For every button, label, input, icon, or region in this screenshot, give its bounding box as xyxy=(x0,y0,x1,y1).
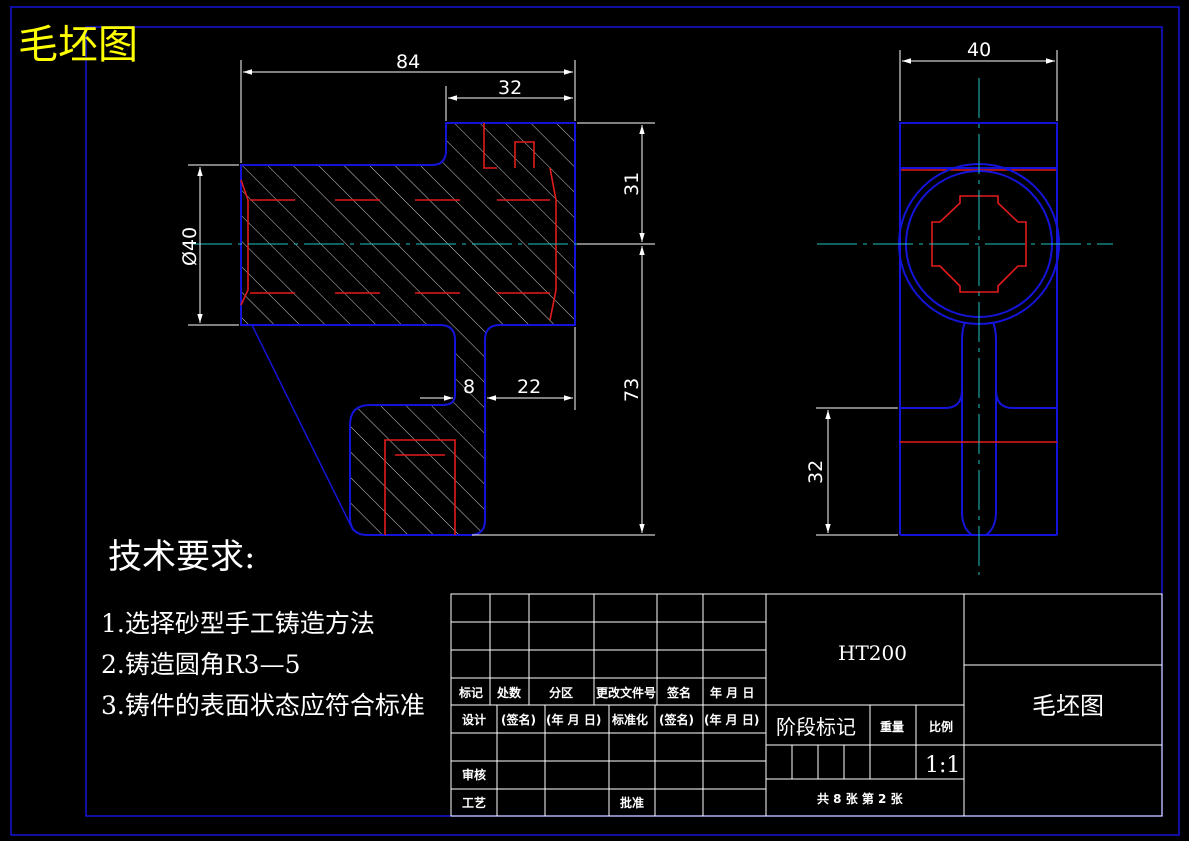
dim-31: 31 xyxy=(621,172,643,196)
tb-material: HT200 xyxy=(838,641,907,665)
drawing-title: 毛坯图 xyxy=(18,22,138,68)
dim-32-top: 32 xyxy=(498,77,522,99)
tb-change-doc: 更改文件号 xyxy=(596,685,656,700)
tb-process: 工艺 xyxy=(462,795,486,810)
tb-mark: 标记 xyxy=(458,685,483,700)
tb-date-paren: (年 月 日) xyxy=(546,712,601,727)
front-section-fill xyxy=(240,122,576,536)
outer-frame xyxy=(10,6,1180,836)
tb-signed-2: (签名) xyxy=(659,712,694,727)
front-dim-texts: 84 32 31 73 Ø40 8 22 xyxy=(179,51,643,402)
tech-item-1: 1.选择砂型手工铸造方法 xyxy=(101,609,375,638)
tb-date: 年 月 日 xyxy=(710,685,754,700)
front-dimensions xyxy=(188,60,655,536)
tb-sheets: 共 8 张 第 2 张 xyxy=(817,791,904,806)
dim-dia-40: Ø40 xyxy=(179,227,201,266)
dim-22: 22 xyxy=(517,376,541,398)
dim-73: 73 xyxy=(621,378,643,402)
dim-40-side: 40 xyxy=(967,39,991,61)
tb-weight: 重量 xyxy=(880,719,904,734)
title-block-texts: 标记 处数 分区 更改文件号 签名 年 月 日 设计 (签名) (年 月 日) … xyxy=(458,641,1104,810)
tech-item-2: 2.铸造圆角R3—5 xyxy=(101,650,301,679)
dim-84: 84 xyxy=(396,51,420,73)
tb-approve: 批准 xyxy=(620,795,644,810)
tb-scale-value: 1:1 xyxy=(925,753,960,778)
hidden-lines-front xyxy=(240,123,557,535)
front-view xyxy=(192,122,620,536)
side-dimensions xyxy=(816,50,1058,536)
tb-stage-mark: 阶段标记 xyxy=(776,715,856,739)
tb-design: 设计 xyxy=(462,712,486,727)
title-block xyxy=(450,593,1163,817)
tb-date-paren-2: (年 月 日) xyxy=(704,712,759,727)
tb-zone: 分区 xyxy=(549,685,573,700)
tb-scale-label: 比例 xyxy=(929,719,953,734)
tech-heading: 技术要求: xyxy=(108,537,255,577)
taper-line xyxy=(251,324,354,531)
tb-signature: 签名 xyxy=(666,685,691,700)
tb-drawing-name: 毛坯图 xyxy=(1032,692,1104,720)
tech-item-3: 3.铸件的表面状态应符合标准 xyxy=(101,691,425,720)
dim-32-side: 32 xyxy=(805,460,827,484)
dim-8: 8 xyxy=(463,376,475,398)
tb-standardize: 标准化 xyxy=(611,712,648,727)
tb-review: 审核 xyxy=(462,767,486,782)
spline-bore xyxy=(931,195,1027,293)
tb-signed: (签名) xyxy=(501,712,536,727)
side-view xyxy=(817,78,1113,575)
tb-count: 处数 xyxy=(496,685,522,700)
